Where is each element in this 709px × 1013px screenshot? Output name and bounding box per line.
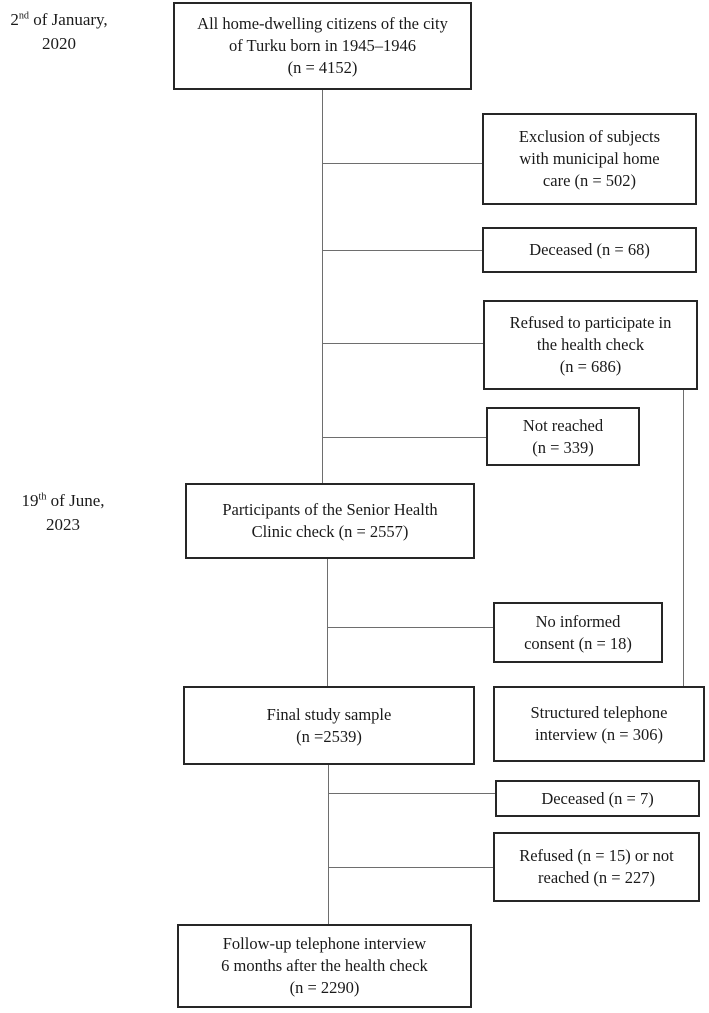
connector-trunk-top	[322, 90, 323, 483]
box-population-label: All home-dwelling citizens of the city o…	[197, 14, 448, 77]
timeline-date-start: 2nd of January, 2020	[0, 8, 118, 56]
connector-trunk-middle	[327, 559, 328, 686]
timeline-date-start-year: 2020	[42, 33, 76, 53]
box-deceased-second: Deceased (n = 7)	[495, 780, 700, 817]
box-refused-health-check-label: Refused to participate in the health che…	[509, 313, 672, 376]
box-deceased-second-label: Deceased (n = 7)	[541, 788, 654, 808]
connector-trunk-bottom	[328, 765, 329, 924]
box-participants-label: Participants of the Senior Health Clinic…	[222, 500, 438, 541]
connector-branch-exclusion	[322, 163, 482, 164]
box-no-informed-consent-label: No informed consent (n = 18)	[524, 611, 632, 653]
connector-refused-to-interview	[683, 390, 684, 686]
box-deceased-first-label: Deceased (n = 68)	[529, 240, 650, 260]
timeline-date-followup-line1: 19th of June,	[21, 491, 105, 510]
box-population: All home-dwelling citizens of the city o…	[173, 2, 472, 90]
connector-branch-no-consent	[327, 627, 493, 628]
connector-branch-refused	[322, 343, 483, 344]
connector-branch-refused-second	[328, 867, 493, 868]
connector-branch-deceased-second	[328, 793, 495, 794]
box-followup-interview-label: Follow-up telephone interview 6 months a…	[221, 934, 428, 997]
box-exclusion-home-care-label: Exclusion of subjects with municipal hom…	[518, 127, 661, 190]
timeline-date-followup-year: 2023	[46, 514, 80, 534]
connector-branch-not-reached	[322, 437, 486, 438]
box-no-informed-consent: No informed consent (n = 18)	[493, 602, 663, 663]
box-structured-interview-label: Structured telephone interview (n = 306)	[530, 703, 668, 744]
box-not-reached-first-label: Not reached (n = 339)	[522, 415, 604, 457]
box-structured-interview: Structured telephone interview (n = 306)	[493, 686, 705, 762]
box-not-reached-first: Not reached (n = 339)	[486, 407, 640, 466]
timeline-date-start-line1: 2nd of January,	[10, 10, 108, 29]
timeline-date-followup: 19th of June, 2023	[4, 489, 122, 537]
box-refused-or-not-reached: Refused (n = 15) or not reached (n = 227…	[493, 832, 700, 902]
box-participants: Participants of the Senior Health Clinic…	[185, 483, 475, 559]
connector-branch-deceased-first	[322, 250, 482, 251]
box-deceased-first: Deceased (n = 68)	[482, 227, 697, 273]
box-refused-health-check: Refused to participate in the health che…	[483, 300, 698, 390]
box-final-sample: Final study sample (n =2539)	[183, 686, 475, 765]
box-exclusion-home-care: Exclusion of subjects with municipal hom…	[482, 113, 697, 205]
box-refused-or-not-reached-label: Refused (n = 15) or not reached (n = 227…	[519, 846, 674, 887]
box-followup-interview: Follow-up telephone interview 6 months a…	[177, 924, 472, 1008]
box-final-sample-label: Final study sample (n =2539)	[266, 704, 392, 746]
